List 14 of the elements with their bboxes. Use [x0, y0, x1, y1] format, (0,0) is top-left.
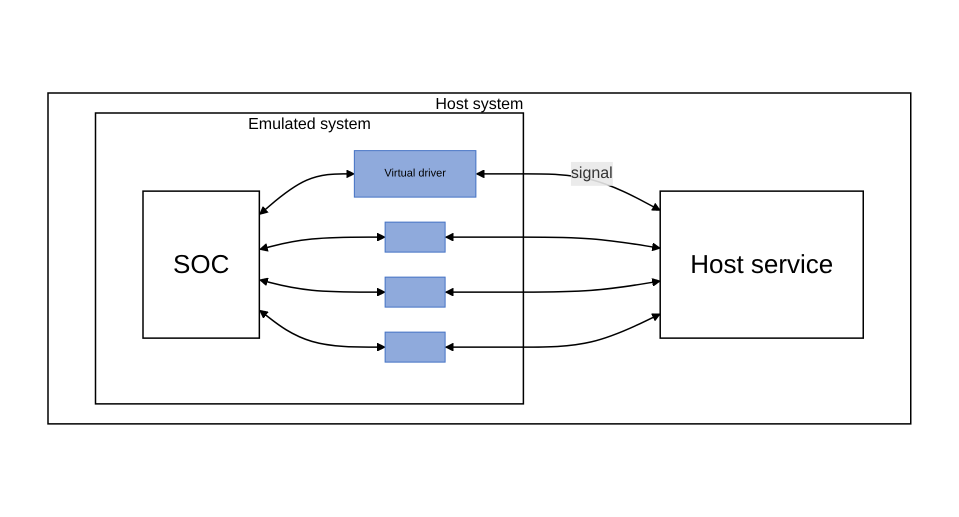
- arrow: [259, 232, 386, 252]
- node-box: SOC: [142, 190, 260, 339]
- arrow: [259, 278, 386, 297]
- edge-label: signal: [571, 164, 613, 182]
- arrow: [445, 232, 661, 252]
- node-box: Host service: [660, 190, 864, 339]
- node-box: Virtual driver: [354, 150, 477, 198]
- arrow: [445, 313, 661, 352]
- arrow: [445, 278, 661, 297]
- node-box: [384, 276, 446, 308]
- arrow: [259, 170, 355, 215]
- node-box: [384, 222, 446, 253]
- node-box: [384, 332, 446, 363]
- arrow: [259, 310, 386, 352]
